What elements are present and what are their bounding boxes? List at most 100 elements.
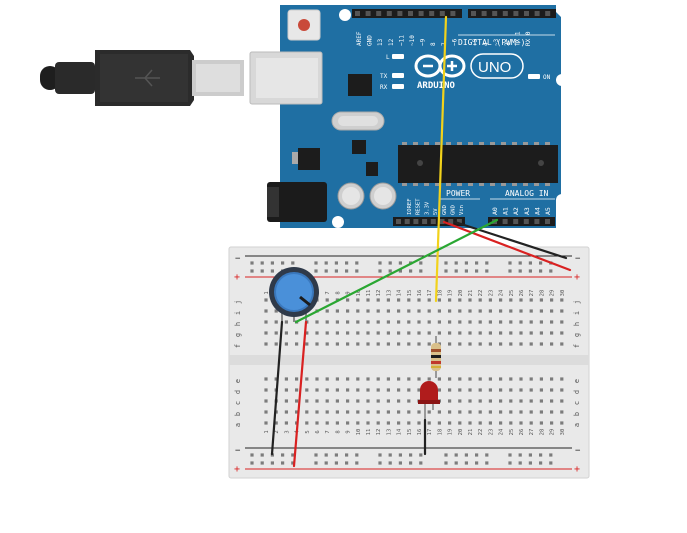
breadboard-hole[interactable]	[397, 331, 401, 335]
breadboard-hole[interactable]	[519, 342, 523, 346]
breadboard-hole[interactable]	[376, 399, 380, 403]
breadboard-hole[interactable]	[499, 342, 503, 346]
breadboard-hole[interactable]	[539, 320, 543, 324]
led-red[interactable]	[418, 381, 440, 420]
breadboard-hole[interactable]	[270, 261, 274, 265]
usb-cable[interactable]	[40, 50, 244, 106]
breadboard-hole[interactable]	[398, 269, 402, 273]
header-hole[interactable]	[481, 11, 487, 16]
breadboard-hole[interactable]	[560, 399, 564, 403]
breadboard-hole[interactable]	[519, 298, 523, 302]
breadboard-hole[interactable]	[458, 410, 462, 414]
breadboard-hole[interactable]	[325, 399, 329, 403]
breadboard-hole[interactable]	[250, 269, 254, 273]
breadboard-hole[interactable]	[397, 309, 401, 313]
breadboard-hole[interactable]	[376, 377, 380, 381]
breadboard-hole[interactable]	[366, 298, 370, 302]
breadboard-hole[interactable]	[305, 410, 309, 414]
breadboard-hole[interactable]	[407, 410, 411, 414]
breadboard-hole[interactable]	[550, 309, 554, 313]
header-hole[interactable]	[513, 11, 519, 16]
breadboard-hole[interactable]	[528, 461, 532, 465]
header-hole[interactable]	[534, 11, 540, 16]
breadboard-hole[interactable]	[315, 377, 319, 381]
breadboard-hole[interactable]	[499, 377, 503, 381]
breadboard-hole[interactable]	[366, 410, 370, 414]
breadboard-hole[interactable]	[468, 399, 472, 403]
header-hole[interactable]	[418, 11, 424, 16]
breadboard-hole[interactable]	[488, 410, 492, 414]
breadboard-hole[interactable]	[539, 388, 543, 392]
breadboard-hole[interactable]	[417, 298, 421, 302]
breadboard-hole[interactable]	[464, 269, 468, 273]
breadboard-hole[interactable]	[519, 388, 523, 392]
breadboard-hole[interactable]	[550, 377, 554, 381]
header-hole[interactable]	[456, 219, 462, 224]
breadboard-hole[interactable]	[485, 461, 489, 465]
breadboard-hole[interactable]	[458, 331, 462, 335]
breadboard-hole[interactable]	[529, 410, 533, 414]
breadboard-hole[interactable]	[454, 461, 458, 465]
breadboard-hole[interactable]	[508, 461, 512, 465]
breadboard-hole[interactable]	[488, 399, 492, 403]
breadboard-hole[interactable]	[529, 331, 533, 335]
breadboard-hole[interactable]	[356, 388, 360, 392]
breadboard-hole[interactable]	[529, 399, 533, 403]
breadboard-hole[interactable]	[376, 309, 380, 313]
breadboard-hole[interactable]	[264, 342, 268, 346]
breadboard-hole[interactable]	[284, 421, 288, 425]
breadboard-hole[interactable]	[398, 261, 402, 265]
breadboard-hole[interactable]	[417, 421, 421, 425]
header-hole[interactable]	[523, 219, 529, 224]
breadboard-hole[interactable]	[499, 331, 503, 335]
breadboard-hole[interactable]	[488, 320, 492, 324]
breadboard-hole[interactable]	[386, 309, 390, 313]
breadboard-hole[interactable]	[509, 388, 513, 392]
breadboard-hole[interactable]	[448, 399, 452, 403]
breadboard-hole[interactable]	[335, 342, 339, 346]
header-hole[interactable]	[534, 219, 540, 224]
breadboard-hole[interactable]	[488, 377, 492, 381]
breadboard-hole[interactable]	[305, 399, 309, 403]
header-hole[interactable]	[413, 219, 419, 224]
breadboard-hole[interactable]	[264, 309, 268, 313]
breadboard-hole[interactable]	[478, 298, 482, 302]
breadboard-hole[interactable]	[315, 331, 319, 335]
breadboard-hole[interactable]	[475, 261, 479, 265]
breadboard-hole[interactable]	[284, 377, 288, 381]
breadboard-hole[interactable]	[356, 377, 360, 381]
breadboard-hole[interactable]	[335, 309, 339, 313]
breadboard-hole[interactable]	[454, 261, 458, 265]
breadboard-hole[interactable]	[284, 388, 288, 392]
header-hole[interactable]	[545, 219, 550, 224]
breadboard-hole[interactable]	[529, 320, 533, 324]
breadboard-hole[interactable]	[335, 320, 339, 324]
breadboard-hole[interactable]	[281, 461, 285, 465]
breadboard-hole[interactable]	[356, 421, 360, 425]
breadboard-hole[interactable]	[335, 388, 339, 392]
breadboard-hole[interactable]	[315, 342, 319, 346]
breadboard-hole[interactable]	[539, 410, 543, 414]
breadboard-hole[interactable]	[539, 261, 543, 265]
header-hole[interactable]	[545, 11, 551, 16]
breadboard-hole[interactable]	[314, 453, 318, 457]
breadboard-hole[interactable]	[448, 298, 452, 302]
breadboard-hole[interactable]	[488, 331, 492, 335]
breadboard-hole[interactable]	[468, 410, 472, 414]
breadboard-hole[interactable]	[270, 461, 274, 465]
breadboard-hole[interactable]	[478, 377, 482, 381]
breadboard-hole[interactable]	[325, 342, 329, 346]
breadboard-hole[interactable]	[366, 377, 370, 381]
breadboard-hole[interactable]	[485, 261, 489, 265]
breadboard-hole[interactable]	[397, 421, 401, 425]
breadboard-hole[interactable]	[397, 320, 401, 324]
breadboard-hole[interactable]	[549, 453, 553, 457]
breadboard-hole[interactable]	[324, 453, 328, 457]
breadboard-hole[interactable]	[509, 309, 513, 313]
wire-black-pot[interactable]	[270, 320, 284, 456]
breadboard-hole[interactable]	[448, 342, 452, 346]
breadboard-hole[interactable]	[417, 410, 421, 414]
power-header[interactable]	[393, 217, 465, 226]
breadboard-hole[interactable]	[346, 309, 350, 313]
